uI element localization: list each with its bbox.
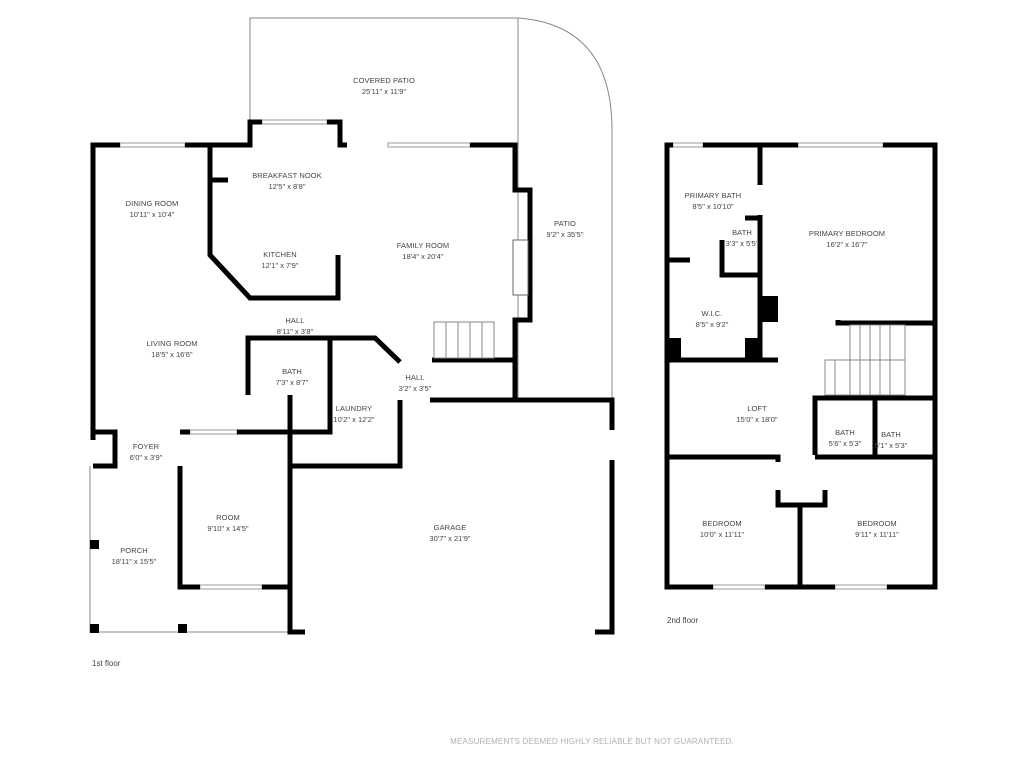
wall	[719, 240, 760, 278]
floor-label: 2nd floor	[667, 616, 699, 625]
window	[199, 584, 263, 590]
window	[797, 142, 884, 148]
wall	[90, 142, 120, 440]
floor-label: 1st floor	[92, 659, 121, 668]
column	[667, 338, 681, 360]
window	[387, 142, 471, 148]
window	[672, 142, 704, 148]
window	[712, 584, 766, 590]
wall	[835, 320, 935, 326]
wall	[470, 142, 533, 400]
wall	[290, 338, 333, 435]
disclaimer: MEASUREMENTS DEEMED HIGHLY RELIABLE BUT …	[450, 737, 734, 746]
room-label: W.I.C.8'5" x 9'2"	[695, 309, 729, 329]
post	[90, 540, 99, 549]
wall	[430, 397, 615, 430]
wall	[775, 490, 828, 508]
wall	[207, 145, 341, 301]
column	[745, 338, 759, 360]
wall	[327, 119, 347, 148]
covered-patio-outline	[249, 17, 519, 145]
wall	[185, 119, 262, 148]
wall	[595, 460, 615, 635]
wall	[93, 429, 118, 469]
wall	[664, 142, 713, 590]
window	[189, 429, 238, 435]
window	[261, 119, 328, 125]
stairs-1st	[433, 321, 495, 359]
patio-outline	[517, 17, 613, 400]
window	[119, 142, 186, 148]
post	[90, 624, 99, 633]
stairs-2nd	[824, 324, 906, 396]
fireplace	[512, 239, 529, 296]
wall	[287, 400, 403, 635]
wall	[245, 335, 402, 395]
wall	[812, 395, 935, 455]
wall	[883, 142, 938, 590]
wall	[667, 454, 781, 462]
window	[834, 584, 888, 590]
post	[178, 624, 187, 633]
wall	[177, 466, 200, 590]
thin-outlines	[89, 17, 613, 633]
walls	[90, 119, 938, 635]
column	[760, 296, 778, 322]
